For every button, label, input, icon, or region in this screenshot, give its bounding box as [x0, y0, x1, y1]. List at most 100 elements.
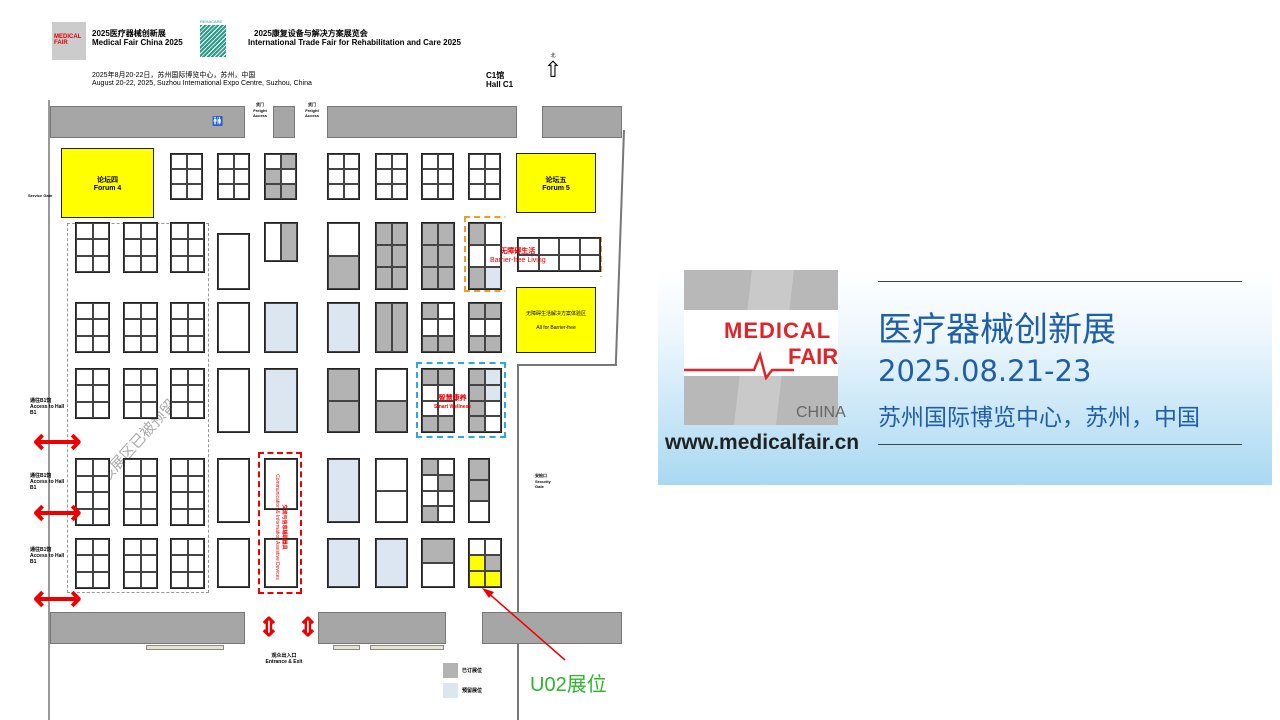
booth[interactable]	[391, 184, 407, 199]
booth[interactable]	[140, 459, 157, 476]
booth[interactable]	[376, 490, 407, 522]
booth-block[interactable]	[375, 538, 408, 588]
booth[interactable]	[422, 223, 438, 245]
booth[interactable]	[124, 401, 141, 418]
booth[interactable]	[124, 255, 141, 272]
booth[interactable]	[187, 475, 204, 492]
booth[interactable]	[376, 267, 392, 289]
booth[interactable]	[343, 184, 359, 199]
booth-block[interactable]	[421, 302, 455, 353]
booth-block[interactable]	[123, 538, 158, 589]
booth[interactable]	[140, 335, 157, 352]
booth[interactable]	[92, 401, 109, 418]
booth[interactable]	[186, 169, 202, 184]
booth[interactable]	[92, 319, 109, 336]
booth[interactable]	[376, 369, 407, 401]
booth[interactable]	[422, 563, 454, 587]
booth[interactable]	[218, 184, 234, 199]
booth[interactable]	[485, 400, 501, 417]
booth[interactable]	[124, 475, 141, 492]
booth[interactable]	[92, 555, 109, 572]
booth[interactable]	[140, 369, 157, 386]
booth[interactable]	[391, 169, 407, 184]
booth[interactable]	[438, 267, 454, 289]
booth[interactable]	[485, 335, 501, 352]
booth[interactable]	[265, 154, 281, 169]
booth-block[interactable]	[170, 302, 205, 353]
booth[interactable]	[484, 154, 500, 169]
booth[interactable]	[484, 184, 500, 199]
booth[interactable]	[376, 154, 392, 169]
booth[interactable]	[76, 369, 93, 386]
booth-block[interactable]	[327, 458, 360, 523]
booth[interactable]	[92, 492, 109, 509]
booth[interactable]	[265, 303, 297, 352]
booth[interactable]	[438, 303, 454, 320]
booth[interactable]	[140, 255, 157, 272]
booth-block[interactable]	[421, 153, 454, 200]
booth[interactable]	[76, 239, 93, 256]
booth-block[interactable]	[264, 153, 297, 200]
booth[interactable]	[437, 169, 453, 184]
booth[interactable]	[187, 492, 204, 509]
booth[interactable]	[171, 571, 188, 588]
booth[interactable]	[124, 369, 141, 386]
booth[interactable]	[92, 475, 109, 492]
booth-block[interactable]	[468, 302, 502, 353]
booth-block[interactable]	[421, 538, 455, 588]
booth[interactable]	[328, 184, 344, 199]
booth[interactable]	[538, 254, 559, 271]
booth[interactable]	[76, 255, 93, 272]
booth-block[interactable]	[375, 153, 408, 200]
booth[interactable]	[140, 508, 157, 525]
booth[interactable]	[469, 571, 485, 587]
booth[interactable]	[391, 223, 407, 245]
booth[interactable]	[438, 223, 454, 245]
booth[interactable]	[124, 508, 141, 525]
booth[interactable]	[484, 169, 500, 184]
booth-block[interactable]	[217, 302, 250, 353]
booth-block[interactable]	[517, 237, 601, 272]
booth-block[interactable]	[375, 302, 408, 353]
booth[interactable]	[485, 303, 501, 320]
booth-block[interactable]	[123, 458, 158, 526]
booth-block[interactable]	[375, 368, 408, 433]
booth-block[interactable]	[327, 153, 360, 200]
booth[interactable]	[376, 459, 407, 491]
booth[interactable]	[76, 319, 93, 336]
booth[interactable]	[485, 245, 501, 267]
booth[interactable]	[171, 239, 188, 256]
booth[interactable]	[438, 459, 454, 475]
booth[interactable]	[76, 508, 93, 525]
booth[interactable]	[280, 154, 296, 169]
booth[interactable]	[376, 169, 392, 184]
booth[interactable]	[422, 369, 438, 385]
booth[interactable]	[140, 319, 157, 336]
booth[interactable]	[76, 223, 93, 240]
booth[interactable]	[485, 555, 501, 571]
booth[interactable]	[328, 400, 359, 432]
booth-block[interactable]	[264, 368, 298, 433]
booth[interactable]	[485, 369, 501, 385]
booth-block[interactable]	[264, 538, 298, 588]
booth[interactable]	[187, 319, 204, 336]
booth[interactable]	[233, 154, 249, 169]
booth[interactable]	[559, 238, 580, 255]
booth[interactable]	[438, 416, 454, 432]
booth-block[interactable]	[468, 153, 501, 200]
booth[interactable]	[281, 223, 297, 261]
booth[interactable]	[187, 385, 204, 402]
booth[interactable]	[124, 539, 141, 556]
booth-block[interactable]	[468, 458, 490, 523]
booth[interactable]	[171, 401, 188, 418]
booth[interactable]	[538, 238, 559, 255]
booth[interactable]	[376, 184, 392, 199]
booth[interactable]	[218, 459, 249, 522]
booth[interactable]	[469, 501, 489, 522]
booth[interactable]	[469, 416, 485, 432]
booth[interactable]	[469, 303, 485, 320]
booth[interactable]	[187, 459, 204, 476]
booth[interactable]	[265, 184, 281, 199]
booth[interactable]	[422, 416, 438, 432]
booth[interactable]	[187, 303, 204, 320]
